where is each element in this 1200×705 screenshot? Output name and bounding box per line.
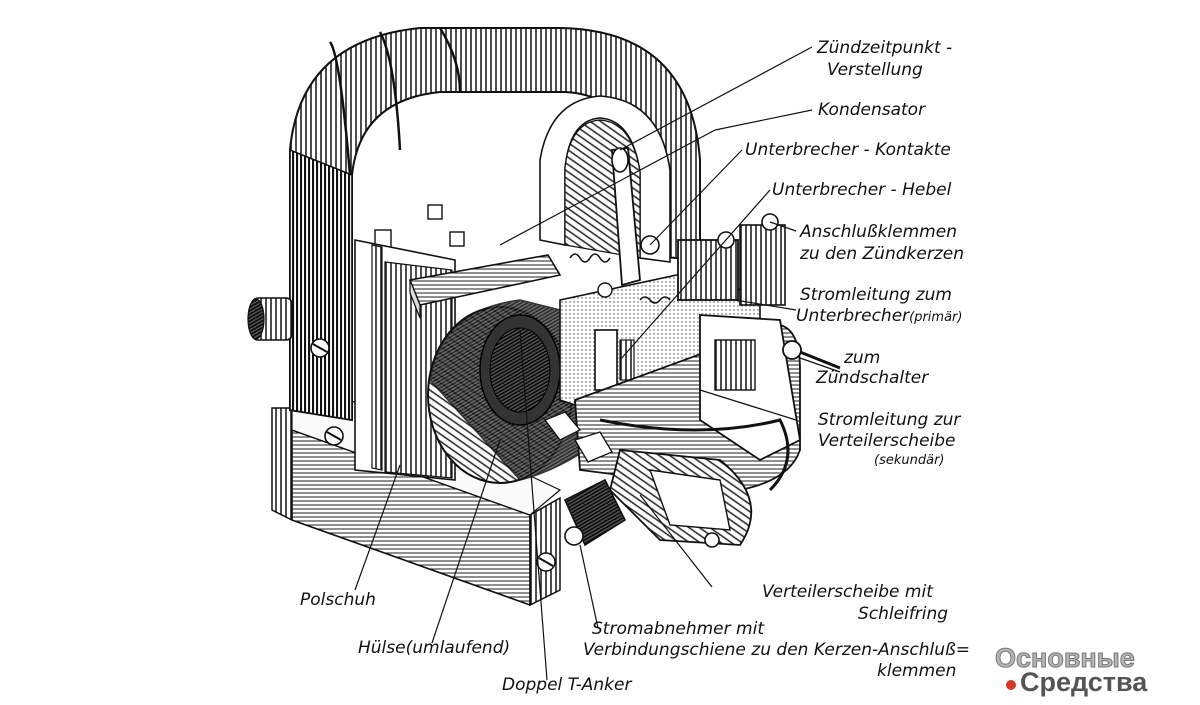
leader-lines — [354, 46, 813, 681]
label-verteilerscheibe: Verteilerscheibe — [818, 431, 956, 451]
label-anschlussklemmen: Anschlußklemmen — [800, 222, 957, 242]
label-stromleitung-zum: Stromleitung zum — [800, 285, 952, 305]
label-zuendschalter: Zündschalter — [816, 368, 929, 388]
watermark-dot-icon — [1006, 680, 1016, 690]
label-verteilerscheibe-mit: Verteilerscheibe mit — [762, 582, 933, 602]
label-huelse: Hülse(umlaufend) — [358, 638, 510, 658]
label-schleifring: Schleifring — [858, 604, 949, 624]
label-zuendzeitpunkt: Zündzeitpunkt - — [817, 38, 952, 58]
label-zu-den-zuendkerzen: zu den Zündkerzen — [800, 244, 964, 264]
watermark-line2: Средства — [1020, 667, 1148, 697]
label-verbindungschiene: Verbindungschiene zu den Kerzen-Anschluß… — [583, 640, 970, 660]
label-unterbrecher: Unterbrecher — [796, 306, 910, 326]
label-kondensator: Kondensator — [818, 100, 926, 120]
label-stromabnehmer: Stromabnehmer mit — [592, 619, 764, 639]
label-unterbrecher-primaer: Unterbrecher(primär) — [796, 306, 962, 328]
label-polschuh: Polschuh — [300, 590, 376, 610]
label-zum: zum — [844, 348, 881, 368]
horseshoe-magnet — [289, 27, 701, 422]
label-klemmen: klemmen — [877, 661, 957, 681]
shaft-coupling — [247, 297, 293, 341]
label-zuendzeitpunkt-line1: Zündzeitpunkt - — [817, 38, 953, 58]
watermark-line1: Основные — [995, 643, 1136, 673]
label-unterbrecher-hebel: Unterbrecher - Hebel — [772, 180, 952, 200]
label-huelse-word: Hülse — [358, 638, 406, 658]
distributor-housing — [543, 314, 841, 548]
label-stromleitung-zur: Stromleitung zur — [818, 410, 961, 430]
label-sekundaer: (sekundär) — [874, 453, 945, 468]
keeper-bar — [408, 254, 562, 319]
label-unterbrecher-kontakte: Unterbrecher - Kontakte — [745, 140, 951, 160]
label-verstellung: Verstellung — [827, 60, 923, 80]
label-doppel-t-anker: Doppel T-Anker — [502, 675, 632, 695]
label-primaer: (primär) — [909, 310, 963, 325]
label-umlaufend: (umlaufend) — [405, 638, 511, 658]
